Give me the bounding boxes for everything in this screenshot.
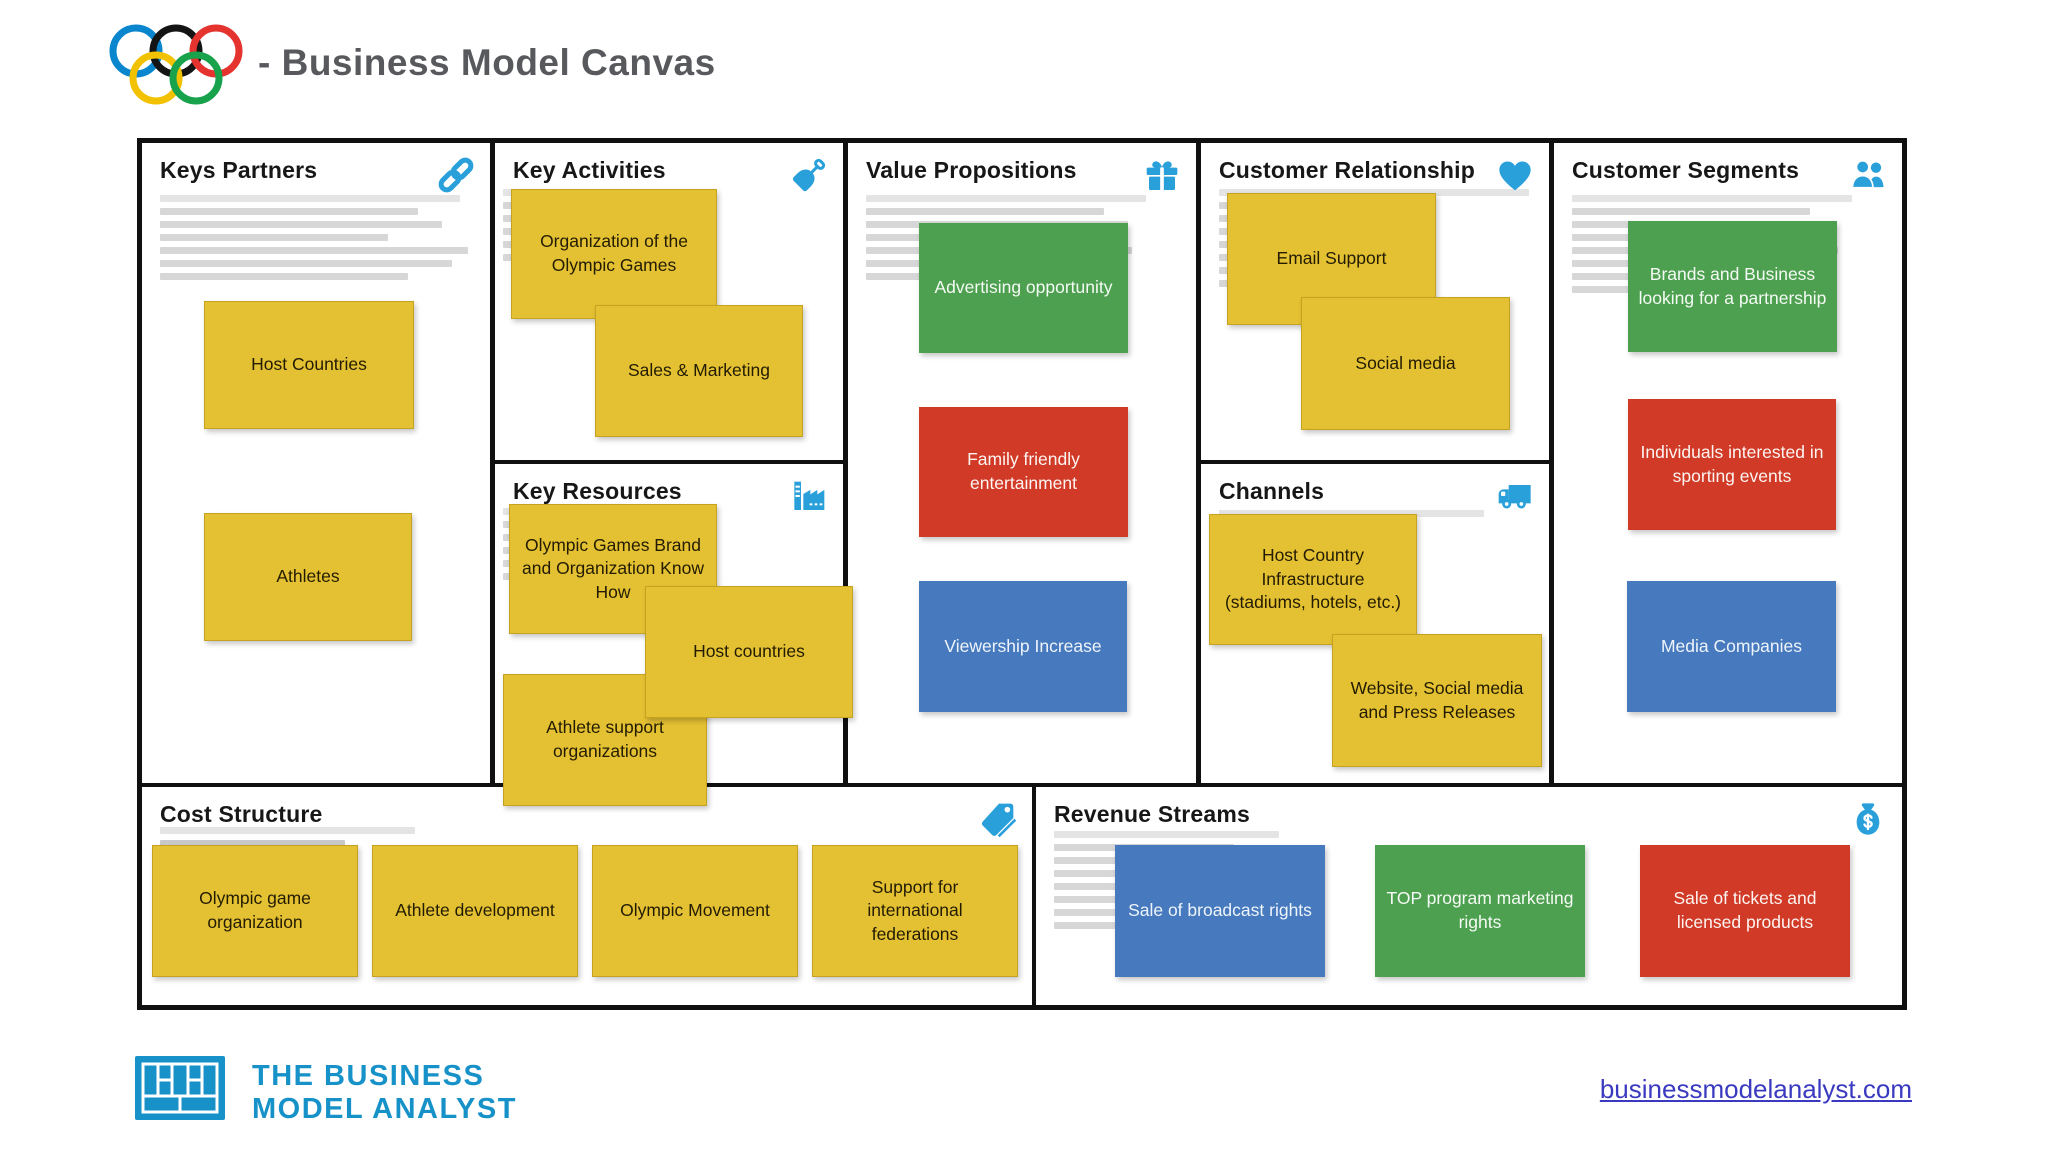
note-olympic-movement[interactable]: Olympic Movement [592,845,798,977]
note-host-country-infrastructure[interactable]: Host Country Infrastructure (stadiums, h… [1209,514,1417,645]
money-bag-icon [1856,803,1880,835]
business-model-analyst-logo [135,1056,225,1120]
olympic-rings-logo [109,24,243,105]
note-olympic-game-organization[interactable]: Olympic game organization [152,845,358,977]
section-revenue-streams: Revenue Streams Sale of broadcast rights… [1036,787,1902,1005]
placeholder-line [160,195,460,202]
note-sale-tickets-licensed-products[interactable]: Sale of tickets and licensed products [1640,845,1850,977]
users-icon [1851,159,1884,189]
placeholder-line [1572,195,1852,202]
note-sale-broadcast-rights[interactable]: Sale of broadcast rights [1115,845,1325,977]
note-media-companies[interactable]: Media Companies [1627,581,1836,712]
placeholder-text [160,827,415,853]
note-website-social-media-press[interactable]: Website, Social media and Press Releases [1332,634,1542,767]
placeholder-line [160,234,388,241]
placeholder-line [1219,189,1529,196]
placeholder-line [160,273,408,280]
truck-icon [1498,485,1531,509]
factory-icon [794,481,825,510]
placeholder-line [160,247,468,254]
section-customer-relationship: Customer Relationship Email Support Soci… [1201,143,1549,460]
tag-icon [981,803,1017,838]
placeholder-line [160,221,442,228]
note-individuals-sporting-events[interactable]: Individuals interested in sporting event… [1628,399,1836,530]
placeholder-line [866,195,1146,202]
placeholder-text [1219,510,1484,523]
placeholder-line [1572,208,1810,215]
brand-line-1: THE BUSINESS [252,1060,485,1092]
placeholder-line [1219,510,1484,517]
placeholder-line [160,827,415,834]
brand-line-2: MODEL ANALYST [252,1093,517,1125]
section-title: Key Activities [513,157,666,183]
section-value-propositions: Value Propositions Advertising opportuni… [848,143,1196,783]
section-title: Keys Partners [160,157,318,183]
note-support-international-federations[interactable]: Support for international federations [812,845,1018,977]
section-title: Customer Relationship [1219,157,1475,183]
gift-icon [1146,161,1178,190]
section-keys-partners: Keys Partners Host Countries Athletes [142,143,490,783]
placeholder-line [1054,831,1279,838]
note-social-media[interactable]: Social media [1301,297,1510,430]
note-viewership-increase[interactable]: Viewership Increase [919,581,1127,712]
note-advertising-opportunity[interactable]: Advertising opportunity [919,223,1128,353]
section-title: Cost Structure [160,801,323,827]
section-customer-segments: Customer Segments Brands and Business lo… [1554,143,1902,783]
note-brands-business-partnership[interactable]: Brands and Business looking for a partne… [1628,221,1837,352]
section-key-resources: Key Resources Olympic Games Brand and Or… [495,464,853,806]
link-icon [438,157,474,193]
placeholder-line [866,208,1104,215]
section-cost-structure: Cost Structure Olympic game organization… [142,787,1032,1005]
placeholder-text [160,195,468,286]
website-link[interactable]: businessmodelanalyst.com [1599,1074,1912,1104]
shovel-icon [792,158,826,192]
note-top-program-marketing-rights[interactable]: TOP program marketing rights [1375,845,1585,977]
page-title: - Business Model Canvas [258,42,716,83]
section-title: Customer Segments [1572,157,1800,183]
note-sales-marketing[interactable]: Sales & Marketing [595,305,803,437]
section-title: Channels [1219,478,1325,504]
note-host-countries-resource[interactable]: Host countries [645,586,853,718]
section-channels: Channels Host Country Infrastructure (st… [1201,464,1549,783]
note-athletes[interactable]: Athletes [204,513,412,641]
placeholder-line [160,208,418,215]
section-title: Key Resources [513,478,682,504]
note-host-countries[interactable]: Host Countries [204,301,414,429]
section-title: Revenue Streams [1054,801,1251,827]
placeholder-line [160,260,452,267]
note-athlete-development[interactable]: Athlete development [372,845,578,977]
section-key-activities: Key Activities Organization of the Olymp… [495,143,843,460]
section-title: Value Propositions [866,157,1077,183]
business-model-canvas: Keys Partners Host Countries Athletes Ke… [137,138,1907,1010]
heart-icon [1499,161,1531,191]
brand-wordmark: THE BUSINESS MODEL ANALYST [252,1060,517,1126]
note-family-friendly-entertainment[interactable]: Family friendly entertainment [919,407,1128,537]
note-organization-olympic-games[interactable]: Organization of the Olympic Games [511,189,717,319]
placeholder-line [160,840,345,847]
